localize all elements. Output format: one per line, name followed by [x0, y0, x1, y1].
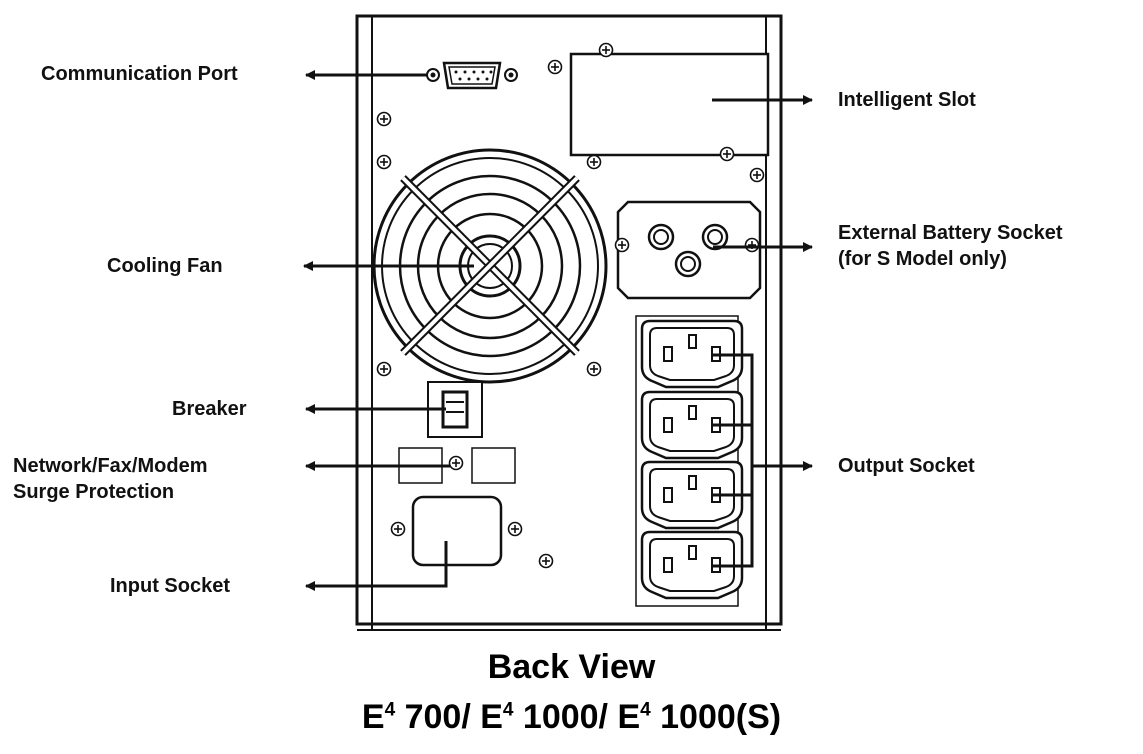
label-breaker: Breaker	[172, 398, 247, 420]
label-external-battery-socket: External Battery Socket	[838, 222, 1063, 244]
output-sockets	[635, 315, 744, 607]
external-battery-socket	[614, 200, 762, 300]
output-connector-line	[711, 353, 754, 568]
label-network-fax-modem: Network/Fax/Modem	[13, 455, 208, 477]
label-battery-model-note: (for S Model only)	[838, 248, 1007, 270]
label-intelligent-slot: Intelligent Slot	[838, 89, 976, 111]
label-communication-port: Communication Port	[41, 63, 238, 85]
label-surge-protection: Surge Protection	[13, 481, 175, 503]
breaker	[427, 381, 483, 438]
caption-title: Back View	[487, 648, 656, 686]
label-output-socket: Output Socket	[838, 455, 975, 477]
input-socket	[390, 495, 523, 567]
arrow-input-socket	[305, 541, 448, 591]
caption-models: E4 700/ E4 1000/ E4 1000(S)	[361, 698, 782, 736]
label-cooling-fan: Cooling Fan	[107, 255, 223, 277]
intelligent-slot	[569, 52, 770, 157]
callout-arrows	[303, 70, 813, 591]
label-input-socket: Input Socket	[110, 575, 231, 597]
